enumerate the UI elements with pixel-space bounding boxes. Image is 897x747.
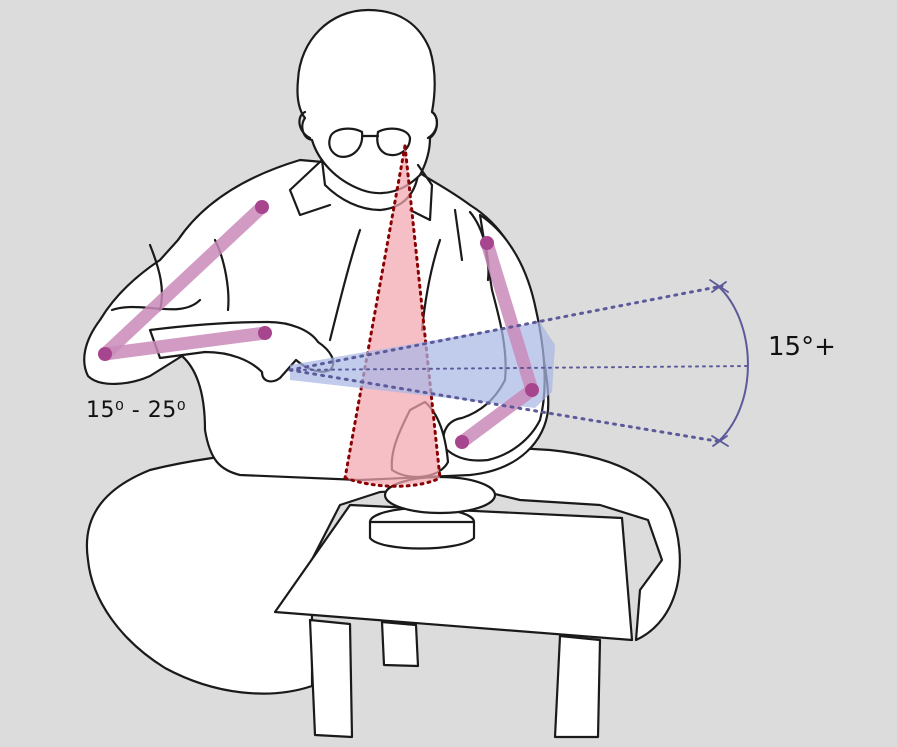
joint-right-elbow xyxy=(525,383,539,397)
table-leg-front-left xyxy=(310,620,352,737)
joint-left-shoulder xyxy=(255,200,269,214)
wheel-body xyxy=(370,522,474,549)
table-leg-front-right xyxy=(555,636,600,737)
joint-right-shoulder xyxy=(480,236,494,250)
arc-tick-bottom xyxy=(712,436,728,446)
joint-left-elbow xyxy=(98,347,112,361)
elbow-angle-label: 15⁰ - 25⁰ xyxy=(86,398,186,423)
joint-left-wrist xyxy=(258,326,272,340)
arc-tick-top xyxy=(710,280,728,292)
joint-right-wrist xyxy=(455,435,469,449)
tilt-angle-label: 15°+ xyxy=(768,332,836,362)
angle-arc xyxy=(718,286,748,440)
table-leg-back xyxy=(382,622,418,666)
